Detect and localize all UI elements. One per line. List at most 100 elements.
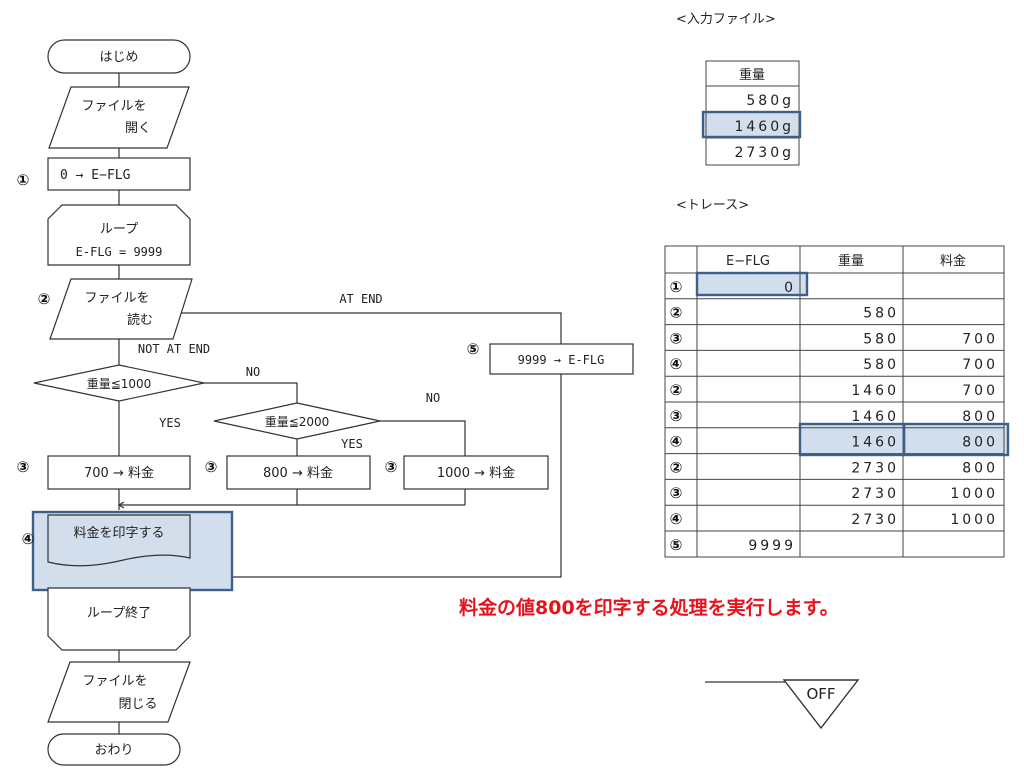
step-marker-3a: ③ [17,458,30,476]
decision-weight-1000: 重量≦1000 [33,364,205,402]
input-row-1: 580g [746,93,794,109]
label-at-end: AT END [339,292,382,306]
trace-step-marker: ③ [670,407,683,425]
svg-text:9999 → E-FLG: 9999 → E-FLG [518,353,605,367]
trace-cell-eflg: 9999 [748,538,796,554]
terminal-start: はじめ [47,39,191,74]
trace-row: ④ 1460 800 [670,433,998,451]
svg-text:ファイルを: ファイルを [81,99,146,114]
trace-title: <トレース> [676,198,749,213]
label-not-at-end: NOT AT END [138,342,210,356]
trace-cell-weight: 1460 [851,435,899,451]
trace-step-marker: ② [670,381,683,399]
svg-text:おわり: おわり [94,743,133,758]
svg-text:ループ終了: ループ終了 [87,605,151,621]
trace-cell-fee: 800 [962,460,998,476]
process-fee-800: 800 → 料金 [226,455,371,490]
trace-cell-weight: 580 [863,306,899,322]
off-toggle[interactable]: OFF [705,679,860,730]
output-print-fee: 料金を印字する [31,510,234,592]
trace-step-marker: ② [670,458,683,476]
input-row-3: 2730g [734,145,794,161]
trace-row: ② 580 [670,304,899,322]
trace-step-marker: ④ [670,355,683,373]
trace-row: ③ 2730 1000 [670,484,998,502]
flow-connectors [117,73,562,734]
svg-text:重量≦2000: 重量≦2000 [265,415,330,429]
input-file-title: <入力ファイル> [676,12,776,27]
step-marker-3c: ③ [385,458,398,476]
trace-cell-fee: 1000 [950,486,998,502]
step-marker-2: ② [38,290,51,308]
label-no-2: NO [426,391,440,405]
trace-step-marker: ③ [670,484,683,502]
trace-cell-eflg: 0 [784,280,796,296]
trace-step-marker: ④ [670,510,683,528]
trace-row: ② 1460 700 [670,381,998,399]
trace-header-eflg: E−FLG [726,254,770,269]
io-read-file: ファイルを 読む [49,278,193,340]
svg-text:E-FLG = 9999: E-FLG = 9999 [76,245,163,259]
svg-text:開く: 開く [125,121,151,136]
svg-text:閉じる: 閉じる [118,697,157,712]
trace-cell-fee: 800 [962,435,998,451]
trace-cell-weight: 2730 [851,486,899,502]
status-message: 料金の値800を印字する処理を実行します。 [459,597,839,619]
svg-text:はじめ: はじめ [99,50,138,65]
label-yes-1: YES [159,416,181,430]
trace-cell-fee: 700 [962,357,998,373]
trace-row: ④ 2730 1000 [670,510,998,528]
svg-text:読む: 読む [127,312,153,328]
svg-text:700 → 料金: 700 → 料金 [84,465,154,481]
trace-cell-fee: 700 [962,331,998,347]
trace-step-marker: ⑤ [670,536,683,554]
svg-text:重量≦1000: 重量≦1000 [87,377,152,391]
input-row-2: 1460g [734,119,794,135]
process-set-flag: 9999 → E-FLG [489,343,634,375]
trace-cell-weight: 1460 [851,409,899,425]
io-open-file: ファイルを 開く [48,86,190,149]
svg-text:料金を印字する: 料金を印字する [73,525,164,541]
trace-cell-fee: 700 [962,383,998,399]
label-yes-2: YES [341,437,363,451]
label-no-1: NO [246,365,260,379]
trace-cell-weight: 580 [863,357,899,373]
io-close-file: ファイルを 閉じる [47,661,191,723]
trace-step-marker: ③ [670,329,683,347]
loop-start: ループ E-FLG = 9999 [47,204,191,266]
trace-step-marker: ② [670,304,683,322]
trace-step-marker: ④ [670,433,683,451]
off-toggle-label: OFF [806,685,835,703]
trace-header-fee: 料金 [940,253,966,269]
step-marker-1: ① [17,171,30,189]
trace-cell-weight: 580 [863,331,899,347]
trace-header-weight: 重量 [838,253,864,269]
svg-text:ループ: ループ [100,222,138,237]
svg-text:ファイルを: ファイルを [84,291,149,306]
trace-cell-fee: 1000 [950,512,998,528]
decision-weight-2000: 重量≦2000 [213,402,381,440]
input-file-table: 重量 580g 1460g 2730g [701,60,802,166]
svg-text:1000 → 料金: 1000 → 料金 [437,465,515,481]
step-marker-4: ④ [22,530,35,548]
trace-row: ④ 580 700 [670,355,998,373]
trace-row: ② 2730 800 [670,458,998,476]
step-marker-5: ⑤ [467,340,480,358]
process-fee-1000: 1000 → 料金 [403,455,549,490]
trace-cell-weight: 1460 [851,383,899,399]
trace-cell-weight: 2730 [851,460,899,476]
svg-text:重量: 重量 [739,67,765,83]
trace-row: ⑤ 9999 [670,536,796,554]
svg-text:800 → 料金: 800 → 料金 [263,465,333,481]
process-init: 0 → E−FLG [47,157,191,191]
step-marker-3b: ③ [205,458,218,476]
terminal-end: おわり [47,733,181,766]
svg-text:ファイルを: ファイルを [82,674,147,689]
trace-cell-fee: 800 [962,409,998,425]
trace-cell-weight: 2730 [851,512,899,528]
loop-end: ループ終了 [47,587,191,651]
process-fee-700: 700 → 料金 [47,455,191,490]
